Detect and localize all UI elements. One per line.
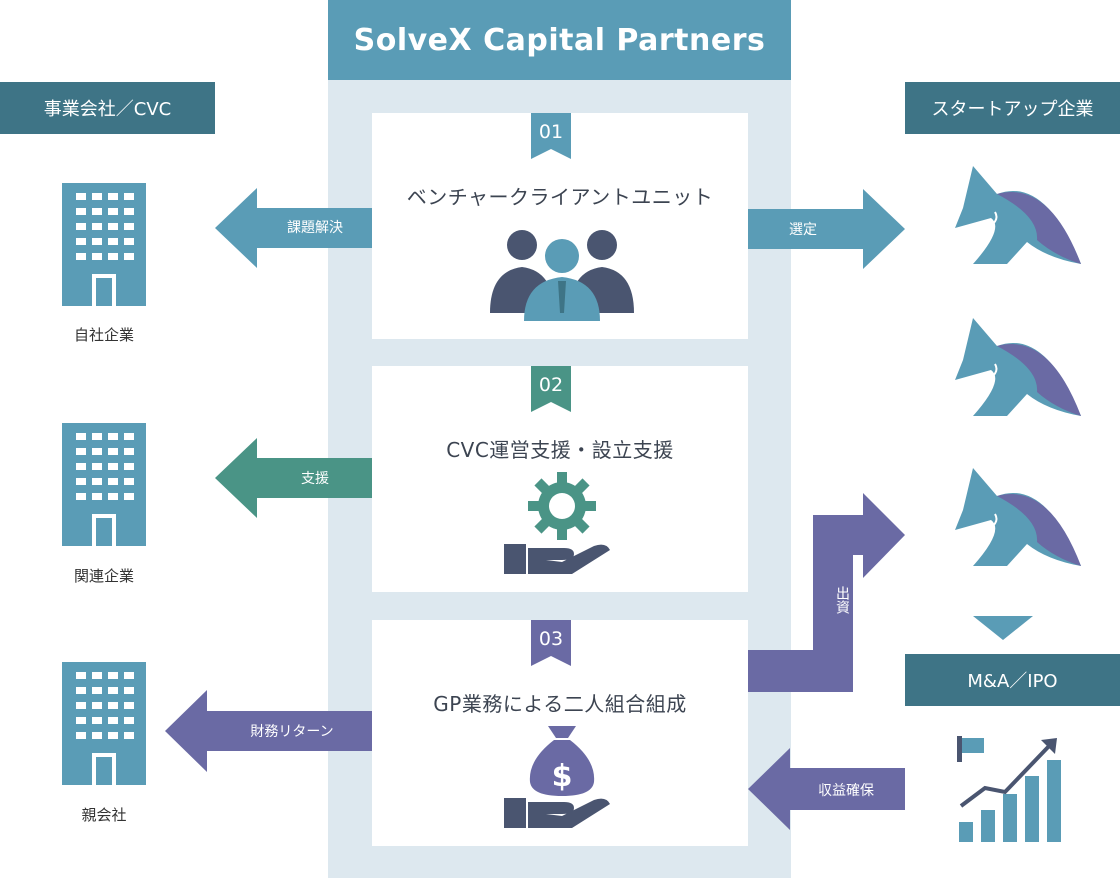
badge-number-02: 02 bbox=[538, 374, 564, 396]
badge-number-01: 01 bbox=[538, 121, 564, 143]
arrow-left-profit bbox=[748, 748, 905, 830]
arrow-left-problem-solving bbox=[215, 188, 372, 268]
company-label-affiliate: 関連企業 bbox=[73, 567, 134, 585]
arrow-right-invest bbox=[748, 493, 905, 692]
svg-text:$: $ bbox=[552, 759, 573, 794]
card-title-02: CVC運営支援・設立支援 bbox=[446, 438, 674, 462]
card-title-03: GP業務による二人組合組成 bbox=[433, 692, 687, 716]
growth-chart-icon bbox=[957, 736, 1061, 842]
arrow-label-profit: 収益確保 bbox=[818, 783, 874, 799]
arrow-left-support bbox=[215, 438, 372, 518]
badge-01 bbox=[531, 113, 571, 159]
badge-03 bbox=[531, 620, 571, 666]
card-cvc-support: 02 CVC運営支援・設立支援 bbox=[372, 366, 748, 592]
unicorn-icon-1 bbox=[955, 166, 1081, 264]
arrow-label-select: 選定 bbox=[789, 222, 817, 238]
badge-number-03: 03 bbox=[538, 628, 564, 650]
arrow-right-select bbox=[748, 189, 905, 269]
right-header: スタートアップ企業 bbox=[905, 82, 1120, 134]
arrow-label-financial-return: 財務リターン bbox=[250, 724, 334, 740]
gear-in-hand-icon bbox=[504, 472, 610, 574]
exit-header: M&A／IPO bbox=[905, 654, 1120, 706]
arrow-label-problem-solving: 課題解決 bbox=[287, 220, 343, 236]
company-label-own: 自社企業 bbox=[73, 326, 134, 344]
building-icon-own-company bbox=[62, 183, 146, 306]
center-title: SolveX Capital Partners bbox=[328, 0, 791, 80]
unicorn-icon-3 bbox=[955, 468, 1081, 566]
card-venture-client: 01 ベンチャークライアントユニット bbox=[372, 113, 748, 339]
building-icon-affiliate bbox=[62, 423, 146, 546]
down-triangle-icon bbox=[973, 616, 1033, 640]
card-gp-operations: 03 GP業務による二人組合組成 $ bbox=[372, 620, 748, 846]
left-header: 事業会社／CVC bbox=[0, 82, 215, 134]
money-bag-in-hand-icon: $ bbox=[504, 726, 610, 828]
unicorn-icon-2 bbox=[955, 318, 1081, 416]
arrow-label-support: 支援 bbox=[301, 471, 329, 487]
badge-02 bbox=[531, 366, 571, 412]
company-label-parent: 親会社 bbox=[81, 806, 127, 824]
arrow-left-financial-return bbox=[165, 690, 372, 772]
arrow-label-invest: 出資 bbox=[834, 586, 850, 614]
card-title-01: ベンチャークライアントユニット bbox=[406, 185, 714, 209]
building-icon-parent bbox=[62, 662, 146, 785]
business-team-icon bbox=[490, 230, 634, 321]
